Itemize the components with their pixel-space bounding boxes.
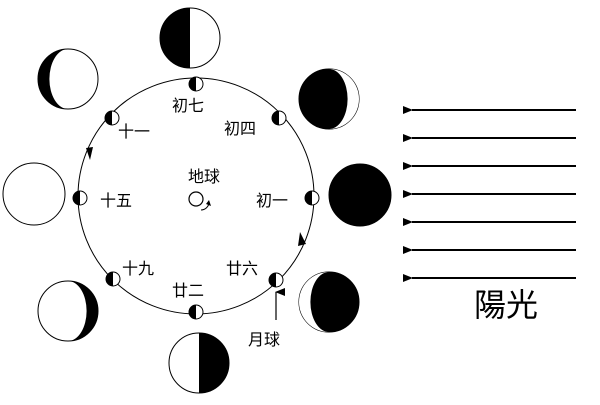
- label-moon: 月球: [248, 330, 280, 349]
- label-d22: 廿二: [172, 281, 204, 300]
- phase-moon-first-quarter: [159, 7, 221, 69]
- label-d4: 初四: [224, 119, 256, 138]
- label-sunlight: 陽光: [474, 286, 538, 324]
- phase-moon-waxing-crescent: [298, 68, 360, 130]
- orbit-moon: [188, 304, 204, 320]
- phase-moon-waning-gibbous: [37, 280, 99, 342]
- label-earth: 地球: [188, 167, 220, 186]
- label-d11: 十一: [118, 122, 150, 141]
- orbit-moon: [72, 190, 88, 206]
- orbit-moon: [304, 190, 320, 206]
- earth: [188, 191, 211, 211]
- phase-moon-last-quarter: [168, 332, 230, 394]
- label-d15: 十五: [100, 191, 132, 210]
- label-d1: 初一: [256, 191, 288, 210]
- phase-moon-new: [328, 163, 392, 227]
- phase-moon-waning-crescent: [298, 271, 360, 333]
- sunlight-arrows: [403, 106, 576, 282]
- orbit-moon: [188, 76, 204, 92]
- orbit-moon: [271, 110, 287, 126]
- label-d7: 初七: [172, 96, 204, 115]
- phase-moon-waxing-gibbous: [37, 48, 99, 110]
- label-d26: 廿六: [226, 259, 258, 278]
- phase-moon-full: [2, 162, 66, 226]
- orbit-direction-arrow-right: [298, 232, 306, 246]
- label-d19: 十九: [122, 259, 154, 278]
- orbit-moon: [268, 272, 284, 288]
- orbit-moon: [104, 110, 120, 126]
- orbit-direction-arrow-left: [86, 147, 93, 160]
- orbit-moon: [105, 271, 121, 287]
